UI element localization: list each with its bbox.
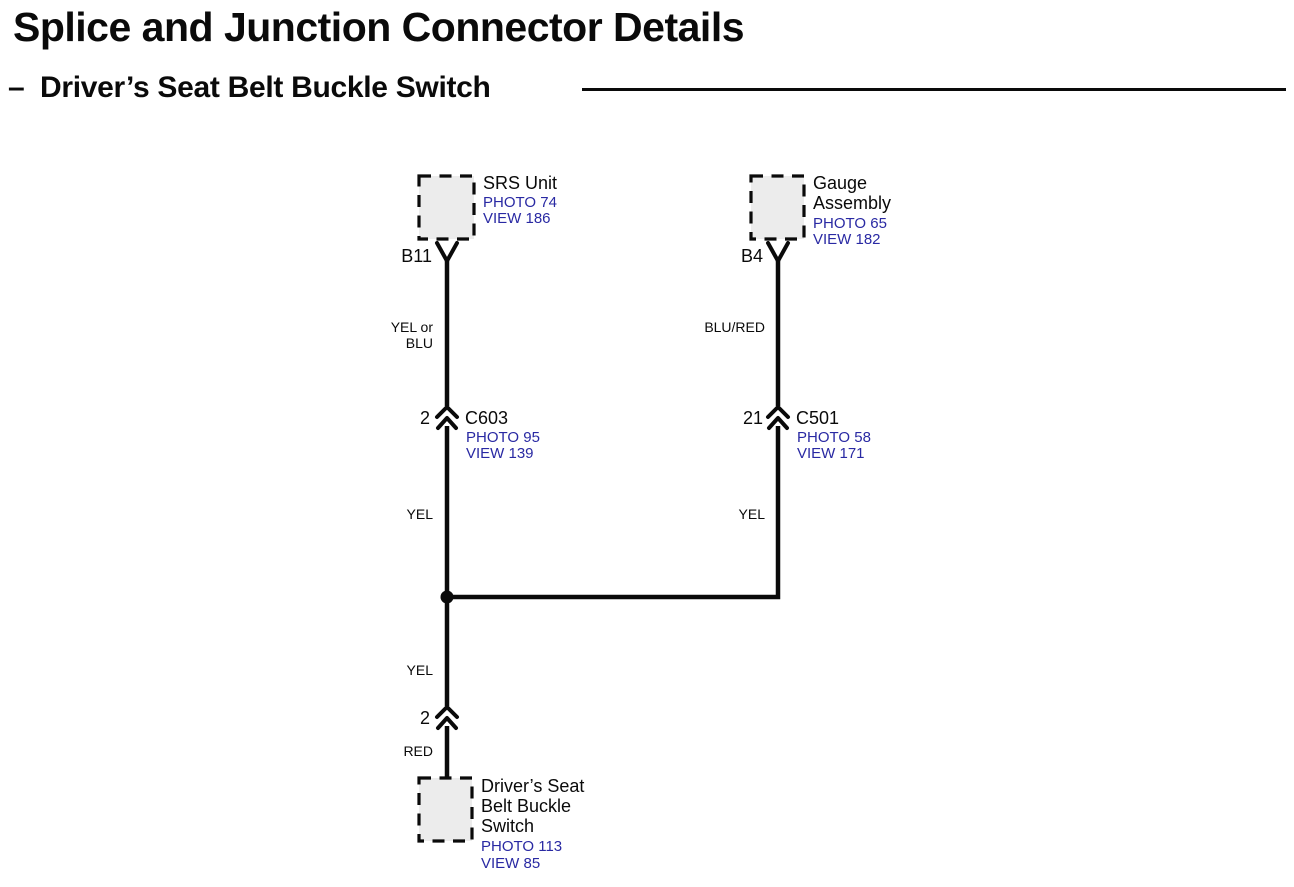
- c603-view-ref[interactable]: VIEW 139: [466, 445, 534, 462]
- gauge-terminal-label: B4: [740, 246, 763, 266]
- wire-label-yel-or: YEL or: [390, 319, 433, 335]
- wire-label-yel-right: YEL: [738, 506, 765, 522]
- srs-unit-box: [417, 174, 476, 241]
- wire-label-yel-or-blu: YEL or BLU: [391, 319, 433, 351]
- wire-label-blu: BLU: [405, 335, 433, 351]
- gauge-assembly-photo-ref[interactable]: PHOTO 65: [813, 215, 887, 232]
- srs-terminal-fork: [435, 241, 459, 263]
- buckle-switch-label-line1: Driver’s Seat: [481, 776, 585, 796]
- buckle-switch-photo-ref[interactable]: PHOTO 113: [481, 838, 563, 855]
- c501-cavity-label: 21: [742, 408, 763, 428]
- gauge-assembly-box: [749, 174, 806, 241]
- c603-cavity-label: 2: [419, 408, 430, 428]
- gauge-assembly-label-line2: Assembly: [813, 193, 892, 213]
- wire-label-red: RED: [403, 743, 433, 759]
- srs-unit-view-ref[interactable]: VIEW 186: [483, 210, 551, 227]
- c501-photo-ref[interactable]: PHOTO 58: [797, 429, 871, 446]
- subtitle-rule: [582, 88, 1286, 91]
- page-title: Splice and Junction Connector Details: [13, 4, 745, 50]
- wire-label-blu-red: BLU/RED: [704, 319, 765, 335]
- buckle-switch-label-line2: Belt Buckle: [481, 796, 572, 816]
- subtitle-dash: –: [8, 71, 25, 104]
- gauge-assembly-label-line1: Gauge: [813, 173, 868, 193]
- connector-c501-symbol: [766, 405, 790, 430]
- page-subtitle: Driver’s Seat Belt Buckle Switch: [40, 71, 491, 104]
- switch-cavity-label: 2: [419, 708, 430, 728]
- c501-label: C501: [796, 408, 840, 428]
- connector-switch-symbol: [435, 705, 459, 730]
- wire-label-yel-left: YEL: [406, 506, 433, 522]
- c501-view-ref[interactable]: VIEW 171: [797, 445, 865, 462]
- srs-terminal-label: B11: [401, 246, 432, 266]
- buckle-switch-box: [417, 776, 474, 843]
- c603-label: C603: [465, 408, 509, 428]
- gauge-terminal-fork: [766, 241, 790, 263]
- gauge-assembly-view-ref[interactable]: VIEW 182: [813, 231, 881, 248]
- buckle-switch-label-line3: Switch: [481, 816, 535, 836]
- connector-c603-symbol: [435, 405, 459, 430]
- c603-photo-ref[interactable]: PHOTO 95: [466, 429, 540, 446]
- wire-label-yel-bottom: YEL: [406, 662, 433, 678]
- splice-junction-dot: [440, 590, 454, 604]
- wire-c501-to-splice: [450, 426, 781, 600]
- srs-unit-photo-ref[interactable]: PHOTO 74: [483, 194, 557, 211]
- buckle-switch-view-ref[interactable]: VIEW 85: [481, 855, 541, 872]
- srs-unit-label: SRS Unit: [483, 173, 558, 193]
